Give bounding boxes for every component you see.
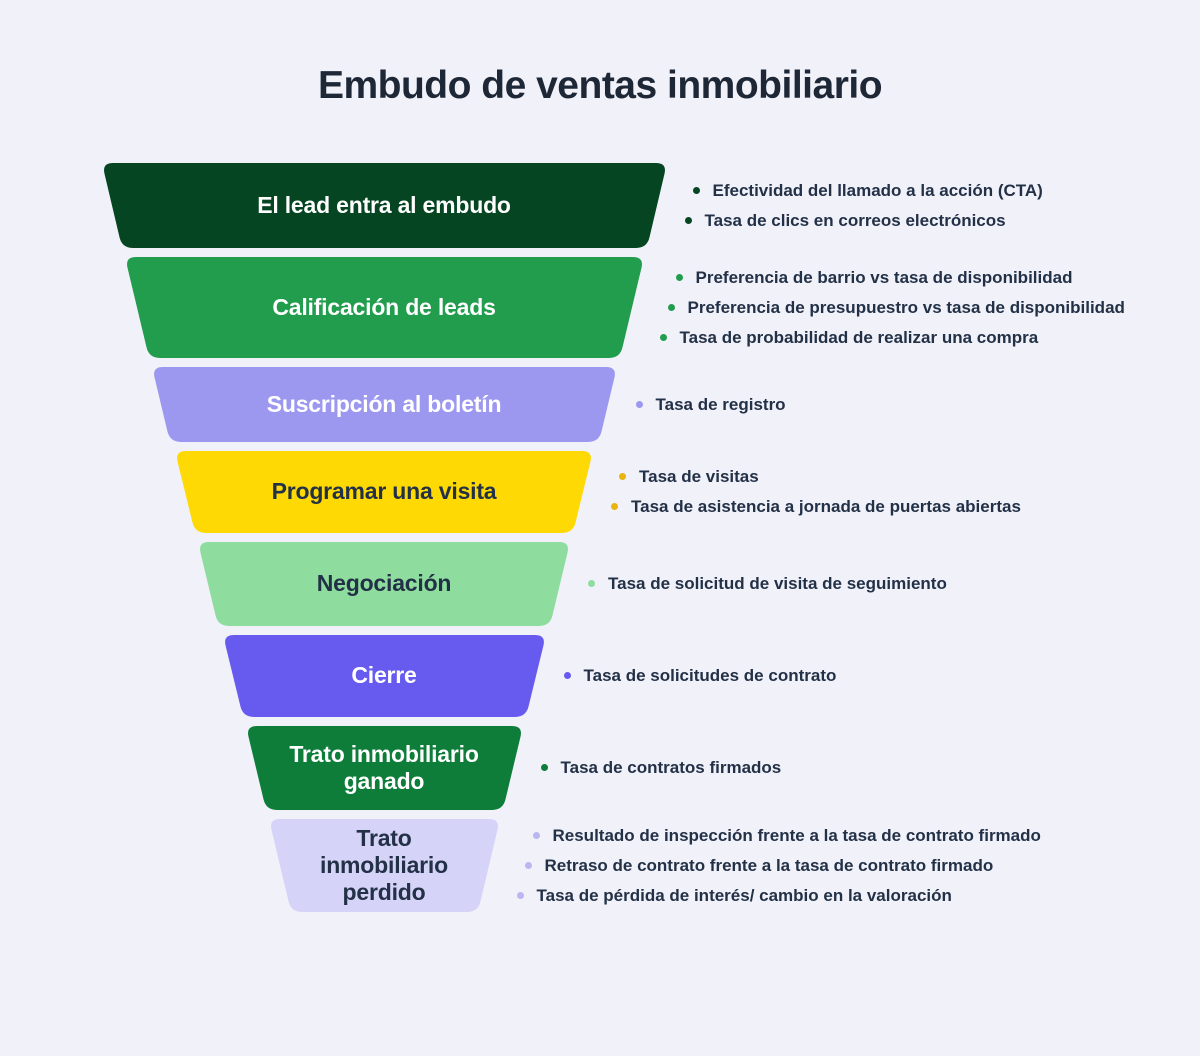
metric-label: Tasa de registro [655,394,786,414]
metric-item: Resultado de inspección frente a la tasa… [532,821,1041,851]
metric-label: Preferencia de presupuestro vs tasa de d… [687,297,1125,317]
funnel-stage-shape [247,726,521,810]
metric-label: Tasa de solicitudes de contrato [583,666,837,685]
metric-item: Tasa de clics en correos electrónicos [684,206,1043,236]
metric-label: Efectividad del llamado a la acción (CTA… [712,180,1043,200]
funnel-stage-shape [177,451,591,533]
metric-label: Tasa de visitas [639,467,759,486]
metric-item: Tasa de asistencia a jornada de puertas … [611,492,1021,522]
funnel-stage-shape [103,163,665,248]
bullet-icon [563,672,571,679]
bullet-icon [588,580,595,587]
metric-item: Tasa de probabilidad de realizar una com… [659,323,1125,353]
metric-item: Tasa de solicitud de visita de seguimien… [588,569,947,599]
metric-label: Retraso de contrato frente a la tasa de … [544,855,994,875]
bullet-icon [516,891,524,899]
stage-metrics-list: Efectividad del llamado a la acción (CTA… [684,176,1043,236]
metric-label: Tasa de pérdida de interés/ cambio en la… [536,885,952,905]
metric-item: Tasa de solicitudes de contrato [563,661,837,691]
bullet-icon [611,503,618,510]
bullet-icon [524,861,532,869]
funnel-stage-shape [224,635,544,717]
metric-label: Preferencia de barrio vs tasa de disponi… [695,267,1073,287]
bullet-icon [635,400,643,408]
funnel-stage-shape [126,257,642,358]
metric-item: Tasa de registro [635,390,786,420]
bullet-icon [667,303,675,311]
funnel-stage-shape [270,819,498,912]
metric-item: Tasa de pérdida de interés/ cambio en la… [516,881,1041,911]
stage-metrics-list: Tasa de solicitudes de contrato [563,661,837,691]
bullet-icon [540,764,548,771]
stage-metrics-list: Tasa de registro [635,390,786,420]
bullet-icon [619,473,626,480]
metric-item: Preferencia de presupuestro vs tasa de d… [667,293,1125,323]
funnel-stage-shape [200,542,568,626]
bullet-icon [692,186,700,194]
metric-label: Tasa de asistencia a jornada de puertas … [631,497,1021,516]
metric-item: Tasa de visitas [619,462,1021,492]
bullet-icon [659,333,667,341]
stage-metrics-list: Resultado de inspección frente a la tasa… [516,821,1041,911]
bullet-icon [675,273,683,281]
bullet-icon [684,216,692,224]
metric-item: Retraso de contrato frente a la tasa de … [524,851,1041,881]
metric-item: Tasa de contratos firmados [540,753,782,783]
bullet-icon [532,831,540,839]
page-title: Embudo de ventas inmobiliario [317,64,883,107]
metric-label: Resultado de inspección frente a la tasa… [552,825,1041,845]
metric-label: Tasa de solicitud de visita de seguimien… [608,574,947,593]
stage-metrics-list: Tasa de contratos firmados [540,753,782,783]
stage-metrics-list: Preferencia de barrio vs tasa de disponi… [659,263,1125,353]
metric-label: Tasa de probabilidad de realizar una com… [679,327,1039,347]
stage-metrics-list: Tasa de solicitud de visita de seguimien… [588,569,947,599]
metric-item: Efectividad del llamado a la acción (CTA… [692,176,1043,206]
funnel-stage-shape [153,367,615,442]
metric-label: Tasa de contratos firmados [560,758,782,777]
metric-item: Preferencia de barrio vs tasa de disponi… [675,263,1125,293]
metric-label: Tasa de clics en correos electrónicos [704,210,1006,230]
